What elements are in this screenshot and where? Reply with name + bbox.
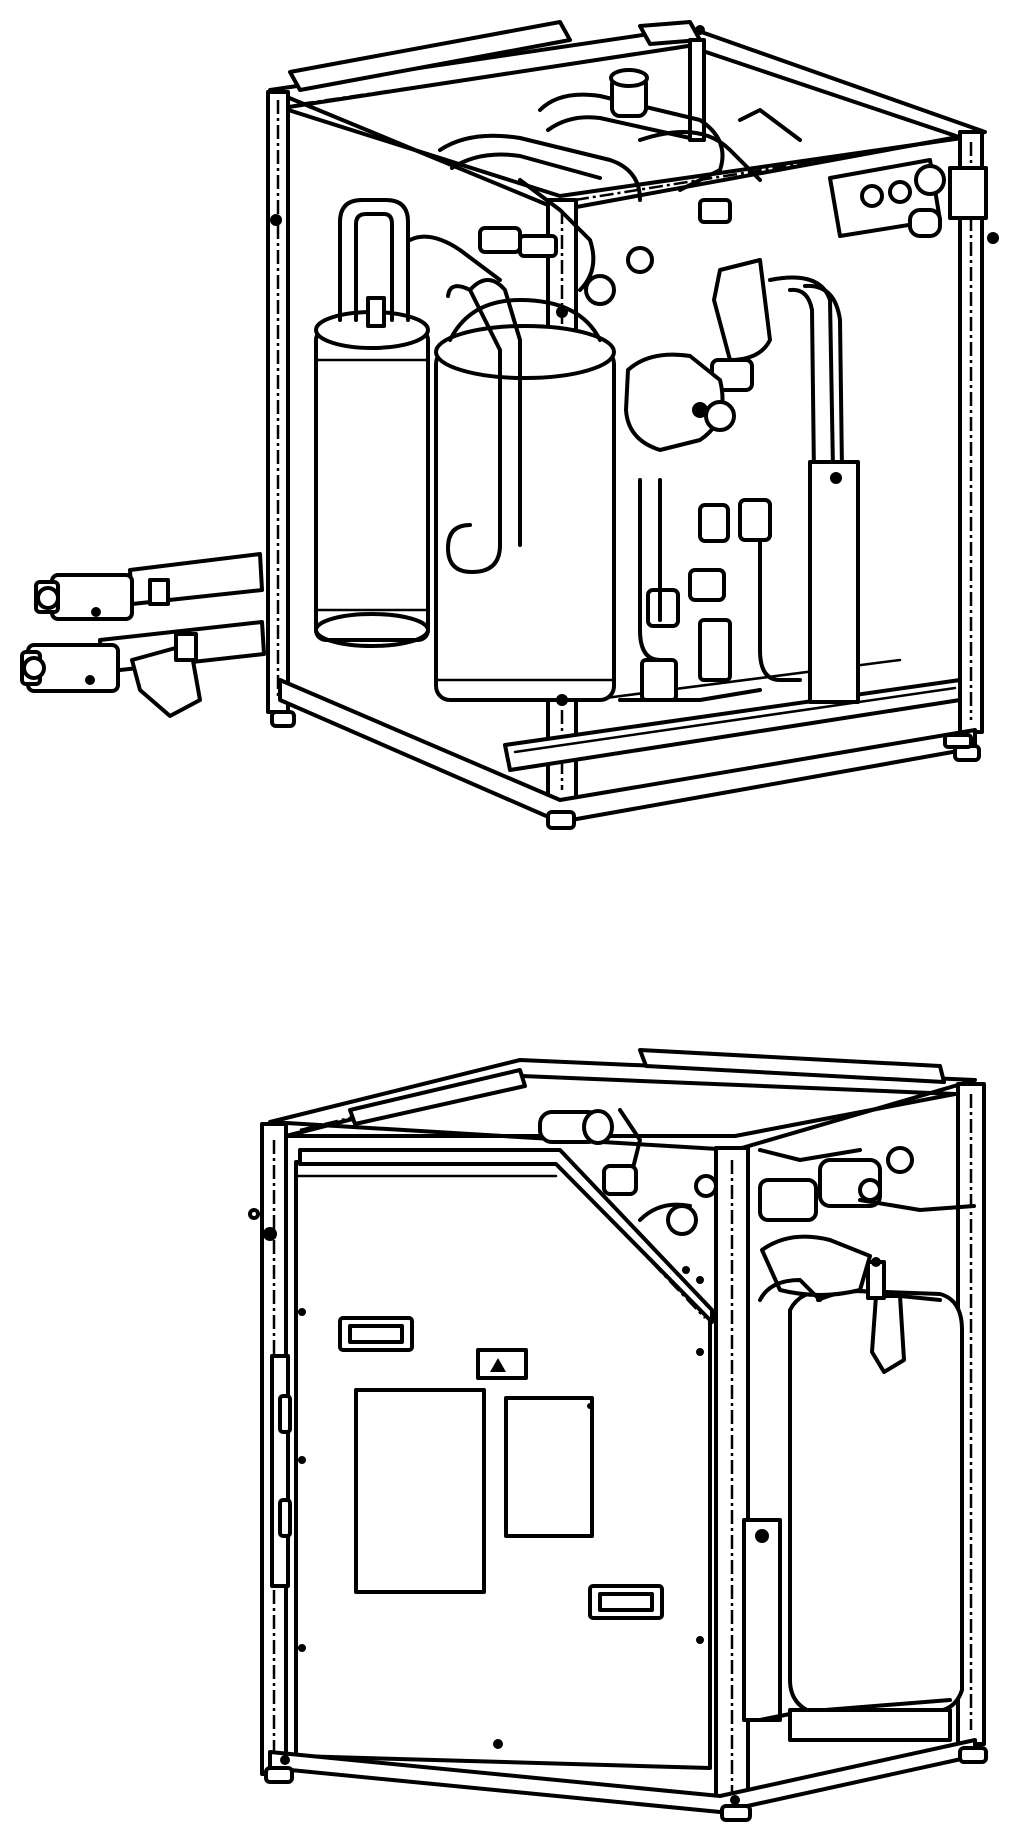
frame-base xyxy=(270,658,981,830)
upper-piping xyxy=(408,68,802,306)
panel-unit-drawing xyxy=(248,1048,988,1822)
frame-top-2 xyxy=(268,1048,977,1152)
frame-bolts xyxy=(270,25,999,706)
frame-base-2 xyxy=(264,1738,988,1822)
open-unit-drawing xyxy=(20,20,999,830)
top-pipes xyxy=(538,1108,718,1284)
accumulator-tank xyxy=(314,198,430,648)
front-panel xyxy=(294,1148,714,1770)
side-brackets xyxy=(248,1208,292,1588)
compressor xyxy=(434,278,616,702)
right-components xyxy=(618,258,860,704)
gauge-cluster xyxy=(828,158,988,238)
water-connections xyxy=(20,552,266,718)
visible-internals xyxy=(742,1146,976,1742)
